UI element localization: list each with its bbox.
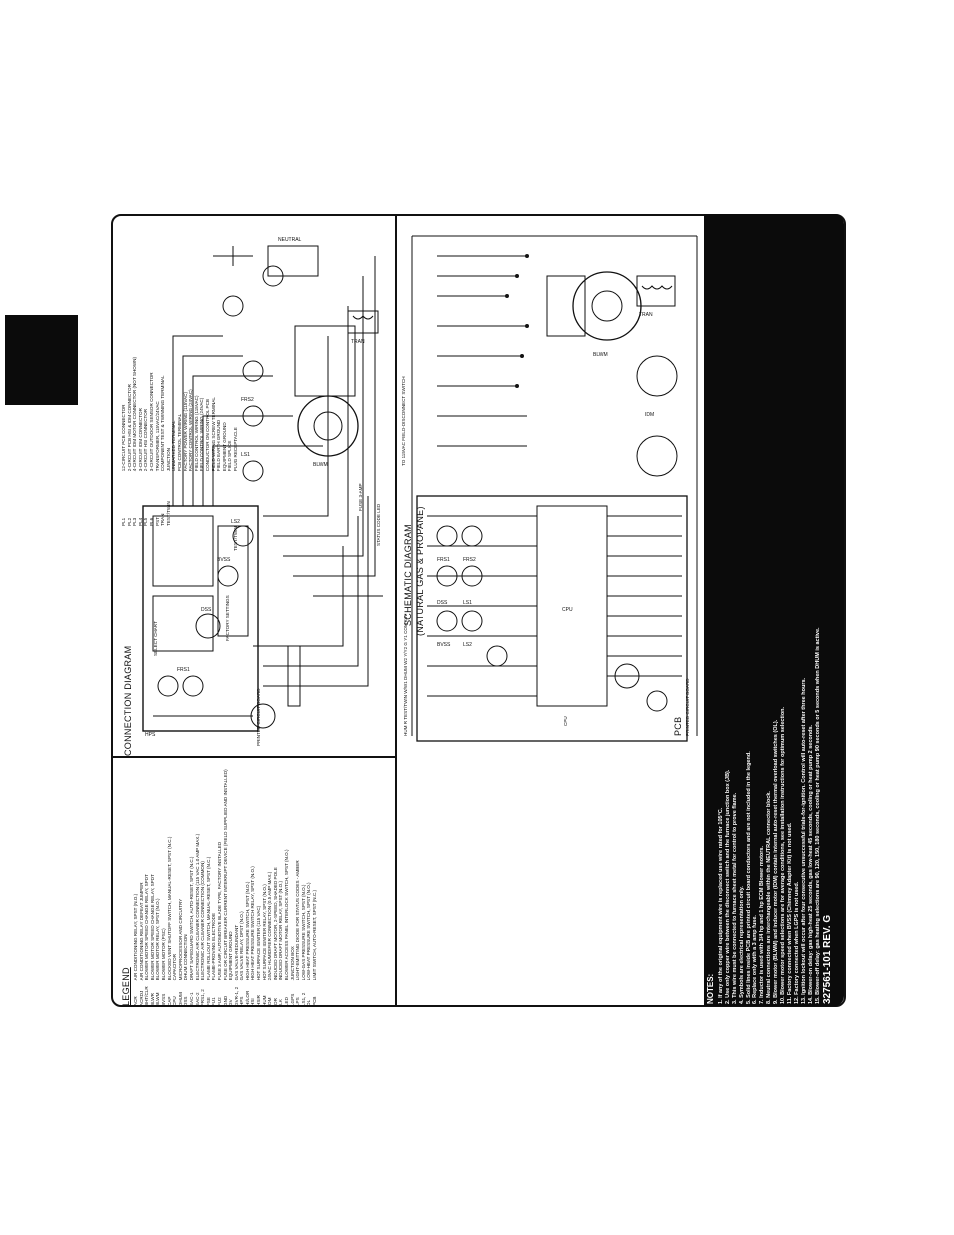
part-number: 327561-101 REV. G bbox=[822, 914, 833, 1004]
legend-symbol-desc: COMPONENT TEST & TWINNING TERMINAL bbox=[160, 375, 166, 472]
svg-text:FRS1: FRS1 bbox=[177, 667, 190, 673]
svg-text:BVSS: BVSS bbox=[437, 642, 451, 648]
svg-text:BLWM: BLWM bbox=[313, 462, 328, 468]
note-item: 5. Solid lines inside PCB are printed ci… bbox=[745, 751, 752, 1004]
svg-text:IDM: IDM bbox=[645, 412, 654, 418]
note-item: 1. If any of the original equipment wire… bbox=[717, 807, 724, 1004]
svg-text:DSS: DSS bbox=[201, 607, 212, 613]
legend-divider bbox=[113, 756, 395, 758]
factory-settings-label: FACTORY SETTINGS bbox=[225, 595, 230, 641]
schematic-subtitle: (NATURAL GAS & PROPANE) bbox=[415, 506, 425, 636]
svg-text:LS2: LS2 bbox=[463, 642, 472, 648]
svg-text:DSS: DSS bbox=[437, 600, 448, 606]
note-item: 12. Factory connected when LGPS is not u… bbox=[793, 881, 800, 1004]
legend-symbol-desc: 4-CIRCUIT IDM MOTOR CONNECTOR (NOT SHOWN… bbox=[132, 356, 138, 472]
cpu-label: CPU bbox=[563, 716, 568, 726]
svg-text:FRS2: FRS2 bbox=[241, 397, 254, 403]
note-item: 6. Replace only with a 3 amp fuse. bbox=[752, 915, 759, 1004]
schematic-title: SCHEMATIC DIAGRAM bbox=[403, 524, 413, 626]
status-code-led-label: STATUS CODE LED bbox=[376, 503, 381, 546]
legend-description: LIMIT SWITCH, AUTO-RESET, SPST (N.C.) bbox=[312, 889, 317, 981]
note-item: 2. Use only copper wire between the disc… bbox=[724, 769, 731, 1004]
connection-diagram-title: CONNECTION DIAGRAM bbox=[123, 645, 133, 756]
legend-code: BHT/CLR bbox=[144, 986, 150, 1006]
note-item: 15. Blower-off delay: gas heating select… bbox=[814, 627, 821, 1004]
svg-text:LS1: LS1 bbox=[241, 452, 250, 458]
note-item: 14. Blower-on delay: gas high-heat 25 se… bbox=[807, 724, 814, 1004]
notes: NOTES: 1. If any of the original equipme… bbox=[706, 224, 822, 1004]
legend-code: FRS1, 2 bbox=[200, 989, 206, 1006]
fuse-label: FUSE 3-AMP bbox=[358, 483, 363, 511]
svg-text:BVSS: BVSS bbox=[217, 557, 231, 563]
svg-text:FRS2: FRS2 bbox=[463, 557, 476, 563]
schematic-pcb-footer: PRINTED CIRCUIT BOARD bbox=[685, 678, 690, 736]
legend-descriptions: AIR CONDITIONING RELAY, SPST (N.O.)AIR C… bbox=[133, 769, 318, 980]
connection-diagram: HPS FRS1 DSS BVSS LS2 LS1 FRS2 BLWM TRAN… bbox=[142, 237, 383, 738]
note-item: 8. Neutral connections are interchangeab… bbox=[766, 791, 773, 1004]
pcb-label: PCB bbox=[673, 716, 683, 736]
schematic-power-label: TO 115VAC FIELD-DISCONNECT SWITCH bbox=[401, 376, 406, 466]
svg-text:TRAN: TRAN bbox=[351, 339, 365, 345]
note-item: 10. Blower motor speed selections are fo… bbox=[780, 706, 787, 1004]
hps-label: HPS bbox=[145, 732, 156, 738]
svg-text:TRAN: TRAN bbox=[639, 312, 653, 318]
svg-text:NEUTRAL: NEUTRAL bbox=[278, 237, 302, 243]
note-item: 7. Inductor is used with 3/4 hp and 1 hp… bbox=[759, 846, 766, 1004]
svg-text:BLWM: BLWM bbox=[593, 352, 608, 358]
select-chart-title: SELECT CHART bbox=[153, 621, 158, 656]
legend-symbol-code: TEST/TWIN bbox=[165, 501, 171, 526]
note-item: 11. Factory connected when BVSS (Chimney… bbox=[786, 822, 793, 1004]
connection-pcb-footer: PRINTED CIRCUIT BOARD bbox=[256, 688, 261, 746]
note-item: 9. Blower motor (BLWM) and inducer motor… bbox=[773, 719, 780, 1004]
note-item: 13. Ignition lockout will occur after fo… bbox=[800, 677, 807, 1004]
schematic-diagram: BLWM TRAN CPU IDM FRS1 FRS2 DSS LS1 BVSS… bbox=[411, 235, 698, 742]
note-item: 3. This wire must be connected to furnac… bbox=[731, 792, 738, 1004]
legend-title: LEGEND bbox=[121, 967, 131, 1006]
svg-text:LS1: LS1 bbox=[463, 600, 472, 606]
pl1-connector bbox=[287, 645, 301, 707]
section-divider bbox=[395, 216, 397, 1005]
schematic-terminals: HUM R TEST/TWIN W/W1 DHUM W2 Y/Y2 G Y1 C… bbox=[403, 613, 408, 736]
note-item: 4. Symbols are electrical representation… bbox=[738, 886, 745, 1004]
legend-symbol-desc: PLUG RECEPTACLE bbox=[232, 427, 238, 472]
section-tab bbox=[5, 315, 78, 405]
svg-text:LS2: LS2 bbox=[231, 519, 240, 525]
notes-panel bbox=[704, 214, 844, 1006]
test-twin-label: TEST/TWIN bbox=[233, 526, 238, 551]
notes-list: 1. If any of the original equipment wire… bbox=[718, 224, 822, 1004]
legend-code: PCB bbox=[312, 996, 317, 1006]
legend-symbol-desc: 3-CIRCUIT OUTDOOR SENSOR CONNECTOR bbox=[148, 372, 154, 472]
notes-title: NOTES: bbox=[706, 973, 715, 1004]
svg-text:FRS1: FRS1 bbox=[437, 557, 450, 563]
svg-text:CPU: CPU bbox=[562, 607, 573, 613]
